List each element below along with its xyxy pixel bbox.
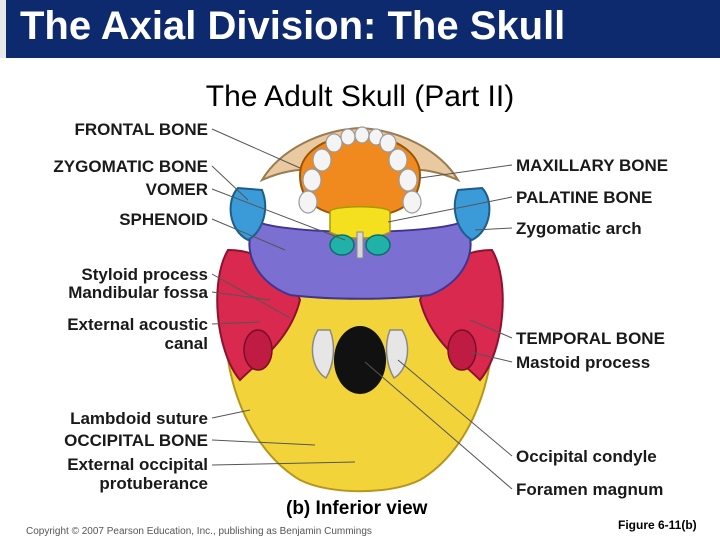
leader-lines-right [364,164,513,490]
mastoid-right [447,329,477,371]
label-sphenoid: SPHENOID [119,210,208,229]
occipital-condyle-right [385,329,409,380]
label-external-acoustic: External acoustic [67,315,208,334]
choana-left [329,234,355,256]
label-occipital-bone: OCCIPITAL BONE [64,431,208,450]
occipital-condyle-left [311,329,335,380]
leader-lines-left [211,128,356,466]
label-mastoid-process: Mastoid process [516,353,651,372]
label-maxillary-bone: MAXILLARY BONE [516,156,669,175]
title-bar: The Axial Division: The Skull [0,0,720,58]
label-foramen-magnum: Foramen magnum [516,480,664,499]
label-external-acoustic-canal: canal [164,334,208,353]
choana-right [365,234,391,256]
label-zygomatic-bone: ZYGOMATIC BONE [53,157,208,176]
label-vomer: VOMER [145,180,208,199]
slide-subtitle: The Adult Skull (Part II) [205,80,515,113]
vomer-strip [356,231,364,259]
label-occipital-condyle: Occipital condyle [516,447,657,466]
copyright-notice: Copyright © 2007 Pearson Education, Inc.… [26,526,372,537]
teeth-arch [298,126,422,214]
label-external-occipital-protuberance: protuberance [99,474,208,493]
zygomatic-bone-right [453,186,491,242]
label-palatine-bone: PALATINE BONE [516,188,653,207]
label-lambdoid-suture: Lambdoid suture [70,409,208,428]
mastoid-left [243,329,273,371]
zygomatic-bone-left [229,186,267,242]
view-caption: (b) Inferior view [286,498,428,519]
label-mandibular-fossa: Mandibular fossa [68,283,208,302]
label-temporal-bone: TEMPORAL BONE [516,329,665,348]
title-accent [0,0,6,58]
foramen-magnum [334,326,386,394]
label-external-occipital: External occipital [67,455,208,474]
page-title: The Axial Division: The Skull [20,4,566,48]
label-styloid-process: Styloid process [81,265,208,284]
figure-number: Figure 6-11(b) [618,518,697,532]
label-frontal-bone: FRONTAL BONE [74,120,208,139]
label-zygomatic-arch: Zygomatic arch [516,219,642,238]
